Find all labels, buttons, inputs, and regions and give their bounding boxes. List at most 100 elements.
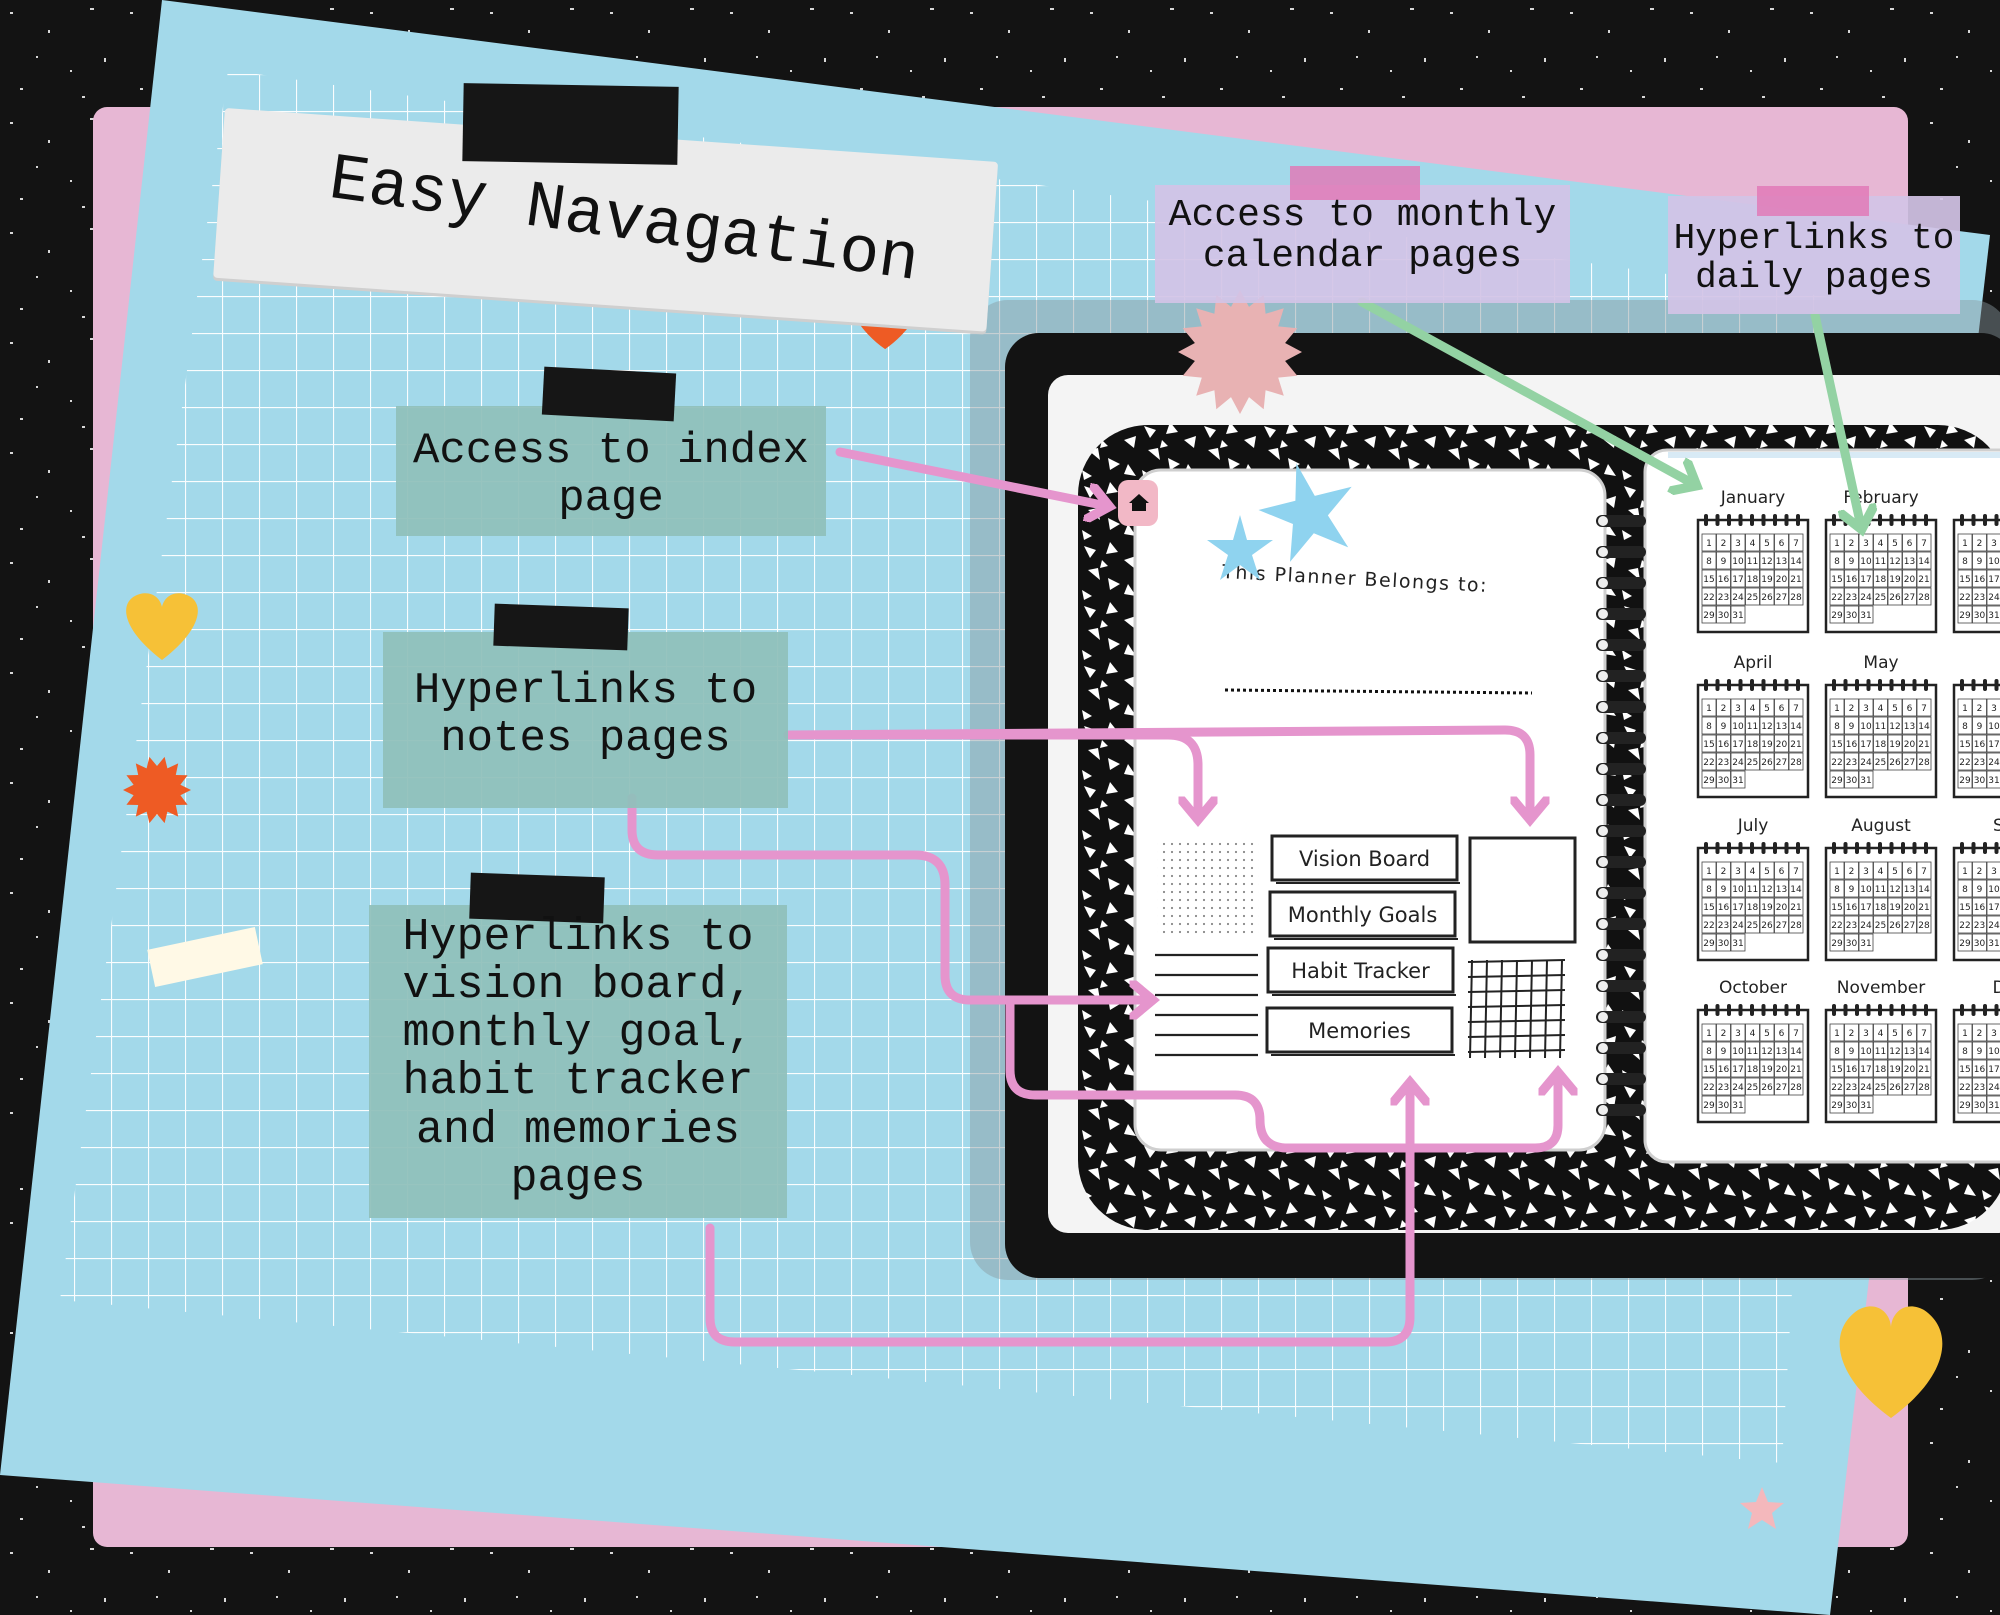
day-link[interactable]: 3 [1991, 539, 1997, 549]
day-link[interactable]: 30 [1974, 1101, 1986, 1111]
day-link[interactable]: 28 [1790, 921, 1802, 931]
day-link[interactable]: 13 [1776, 557, 1787, 567]
day-link[interactable]: 9 [1721, 722, 1727, 732]
day-link[interactable]: 14 [1918, 1047, 1930, 1057]
day-link[interactable]: 29 [1959, 939, 1971, 949]
day-link[interactable]: 29 [1831, 1101, 1843, 1111]
day-link[interactable]: 20 [1776, 575, 1788, 585]
day-link[interactable]: 22 [1831, 1083, 1842, 1093]
day-link[interactable]: 11 [1875, 557, 1886, 567]
day-link[interactable]: 31 [1988, 611, 1999, 621]
day-link[interactable]: 7 [1793, 1029, 1799, 1039]
day-link[interactable]: 31 [1732, 939, 1743, 949]
day-link[interactable]: 15 [1831, 1065, 1842, 1075]
day-link[interactable]: 18 [1747, 903, 1759, 913]
day-link[interactable]: 17 [1860, 575, 1871, 585]
day-link[interactable]: 7 [1921, 539, 1927, 549]
day-link[interactable]: 31 [1988, 939, 1999, 949]
day-link[interactable]: 22 [1831, 758, 1842, 768]
day-link[interactable]: 15 [1831, 740, 1842, 750]
day-link[interactable]: 30 [1718, 776, 1730, 786]
day-link[interactable]: 9 [1977, 722, 1983, 732]
day-link[interactable]: 23 [1974, 1083, 1985, 1093]
day-link[interactable]: 25 [1747, 758, 1758, 768]
day-link[interactable]: 8 [1962, 722, 1968, 732]
day-link[interactable]: 8 [1706, 722, 1712, 732]
day-link[interactable]: 10 [1860, 557, 1872, 567]
day-link[interactable]: 18 [1875, 1065, 1887, 1075]
day-link[interactable]: 4 [1750, 704, 1756, 714]
day-link[interactable]: 29 [1959, 1101, 1971, 1111]
day-link[interactable]: 10 [1988, 557, 2000, 567]
day-link[interactable]: 17 [1732, 740, 1743, 750]
day-link[interactable]: 4 [1750, 539, 1756, 549]
blank-notes-thumb[interactable] [1468, 836, 1577, 944]
day-link[interactable]: 19 [1889, 575, 1901, 585]
day-link[interactable]: 25 [1875, 758, 1886, 768]
day-link[interactable]: 12 [1889, 885, 1900, 895]
day-link[interactable]: 8 [1706, 885, 1712, 895]
day-link[interactable]: 30 [1846, 939, 1858, 949]
day-link[interactable]: 13 [1904, 885, 1915, 895]
day-link[interactable]: 12 [1889, 722, 1900, 732]
day-link[interactable]: 16 [1846, 903, 1858, 913]
day-link[interactable]: 30 [1846, 611, 1858, 621]
day-link[interactable]: 20 [1904, 575, 1916, 585]
day-link[interactable]: 8 [1834, 885, 1840, 895]
day-link[interactable]: 12 [1761, 1047, 1772, 1057]
day-link[interactable]: 14 [1790, 722, 1802, 732]
day-link[interactable]: 19 [1889, 740, 1901, 750]
day-link[interactable]: 16 [1718, 740, 1730, 750]
day-link[interactable]: 2 [1721, 539, 1727, 549]
day-link[interactable]: 29 [1703, 611, 1715, 621]
day-link[interactable]: 29 [1703, 1101, 1715, 1111]
day-link[interactable]: 16 [1718, 903, 1730, 913]
day-link[interactable]: 8 [1706, 1047, 1712, 1057]
day-link[interactable]: 10 [1860, 722, 1872, 732]
day-link[interactable]: 7 [1921, 867, 1927, 877]
day-link[interactable]: 1 [1706, 867, 1712, 877]
day-link[interactable]: 15 [1703, 903, 1714, 913]
day-link[interactable]: 15 [1959, 575, 1970, 585]
day-link[interactable]: 10 [1860, 1047, 1872, 1057]
day-link[interactable]: 17 [1732, 1065, 1743, 1075]
day-link[interactable]: 25 [1747, 1083, 1758, 1093]
month-m[interactable]: M123456789101112131415161718192021222324… [1952, 488, 2000, 634]
day-link[interactable]: 18 [1747, 740, 1759, 750]
day-link[interactable]: 20 [1904, 1065, 1916, 1075]
day-link[interactable]: 13 [1776, 722, 1787, 732]
day-link[interactable]: 15 [1959, 903, 1970, 913]
day-link[interactable]: 22 [1831, 921, 1842, 931]
day-link[interactable]: 31 [1860, 1101, 1871, 1111]
day-link[interactable]: 27 [1776, 593, 1787, 603]
day-link[interactable]: 2 [1849, 704, 1855, 714]
day-link[interactable]: 4 [1878, 1029, 1884, 1039]
day-link[interactable]: 28 [1790, 758, 1802, 768]
day-link[interactable]: 13 [1904, 557, 1915, 567]
day-link[interactable]: 15 [1831, 575, 1842, 585]
day-link[interactable]: 5 [1892, 704, 1898, 714]
day-link[interactable]: 18 [1747, 1065, 1759, 1075]
day-link[interactable]: 6 [1907, 704, 1913, 714]
grid-notes-thumb[interactable] [1467, 959, 1566, 1059]
day-link[interactable]: 24 [1988, 921, 2000, 931]
day-link[interactable]: 31 [1732, 776, 1743, 786]
day-link[interactable]: 2 [1977, 1029, 1983, 1039]
day-link[interactable]: 11 [1747, 885, 1758, 895]
day-link[interactable]: 17 [1860, 903, 1871, 913]
day-link[interactable]: 17 [1988, 740, 1999, 750]
day-link[interactable]: 11 [1875, 1047, 1886, 1057]
home-icon[interactable] [1129, 494, 1149, 511]
month-grid[interactable] [1952, 1008, 2000, 1124]
day-link[interactable]: 8 [1834, 722, 1840, 732]
day-link[interactable]: 2 [1849, 539, 1855, 549]
day-link[interactable]: 15 [1959, 1065, 1970, 1075]
day-link[interactable]: 19 [1761, 903, 1773, 913]
day-link[interactable]: 1 [1962, 867, 1968, 877]
day-link[interactable]: 6 [1907, 867, 1913, 877]
day-link[interactable]: 22 [1703, 758, 1714, 768]
day-link[interactable]: 23 [1846, 1083, 1857, 1093]
day-link[interactable]: 1 [1962, 539, 1968, 549]
